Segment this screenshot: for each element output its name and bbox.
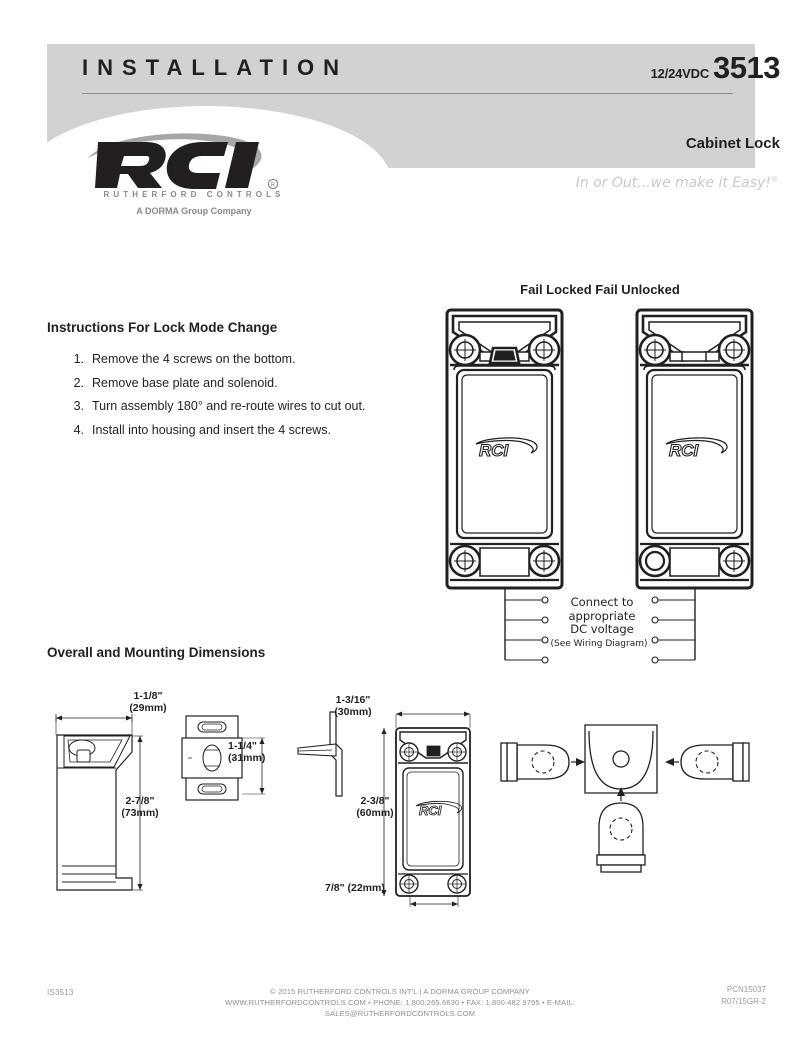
assembly-arrows bbox=[571, 758, 679, 801]
footer-revision-block: PCN15037 R07/15GR-2 bbox=[721, 984, 766, 1008]
footer-doc-id: IS3513 bbox=[47, 988, 74, 997]
trademark-mark: ® bbox=[771, 175, 778, 184]
step-text: Turn assembly 180° and re-route wires to… bbox=[92, 399, 366, 413]
step-number: 3. bbox=[73, 399, 84, 413]
lock-face-logo: RCI bbox=[415, 800, 463, 818]
dim-strike-height-mm: (31mm) bbox=[228, 752, 266, 764]
dim-side-height-mm: (73mm) bbox=[121, 807, 159, 819]
dim-side-height-inch: 2-7/8" bbox=[125, 795, 155, 807]
dim-strike-height-inch: 1-1/4" bbox=[228, 740, 257, 752]
dim-lock-width-inch: 1-3/16" bbox=[335, 694, 371, 706]
dim-lock-height-inch: 2-3/8" bbox=[360, 795, 390, 807]
dim-side-width: 1-1/8" (29mm) bbox=[118, 690, 178, 714]
edge-profile-drawing bbox=[297, 711, 343, 797]
dimensions-heading: Overall and Mounting Dimensions bbox=[47, 645, 266, 660]
list-item: 3. Turn assembly 180° and re-route wires… bbox=[68, 399, 398, 414]
dim-strike-height: 1-1/4" (31mm) bbox=[228, 740, 288, 764]
step-number: 1. bbox=[73, 352, 84, 366]
dim-lock-height: 2-3/8" (60mm) bbox=[344, 795, 406, 819]
side-profile-dimension-drawing bbox=[55, 714, 143, 891]
wiring-leads-right bbox=[651, 588, 696, 664]
list-item: 4. Install into housing and insert the 4… bbox=[68, 423, 398, 438]
footer-copyright: © 2015 RUTHERFORD CONTROLS INT'L | A DOR… bbox=[270, 987, 530, 996]
wiring-instruction-text: Connect to appropriate DC voltage (See W… bbox=[548, 595, 656, 650]
dim-side-width-inch: 1-1/8" bbox=[133, 690, 163, 702]
footer-revision: R07/15GR-2 bbox=[721, 997, 766, 1006]
wiring-line-2: appropriate bbox=[568, 608, 636, 623]
fail-locked-lock-figure bbox=[445, 308, 564, 590]
tagline: In or Out...we make it Easy!® bbox=[576, 175, 778, 191]
footer-contact: WWW.RUTHERFORDCONTROLS.COM • PHONE: 1.80… bbox=[225, 998, 575, 1018]
fail-unlocked-lock-figure bbox=[635, 308, 754, 590]
dim-lock-width-mm: (30mm) bbox=[334, 706, 372, 718]
svg-text:RCI: RCI bbox=[419, 803, 442, 818]
lock-mode-diagram: RCI bbox=[445, 308, 754, 664]
footer-pcn: PCN15037 bbox=[726, 985, 766, 994]
footer-legal: © 2015 RUTHERFORD CONTROLS INT'L | A DOR… bbox=[170, 986, 630, 1019]
lock-front-dimension-drawing: RCI bbox=[381, 711, 471, 907]
dim-lock-height-mm: (60mm) bbox=[356, 807, 394, 819]
tagline-text: In or Out...we make it Easy! bbox=[575, 175, 771, 191]
step-text: Remove the 4 screws on the bottom. bbox=[92, 352, 296, 366]
rci-logo: R RUTHERFORD CONTROLS A DORMA Group Comp… bbox=[70, 128, 320, 224]
step-text: Remove base plate and solenoid. bbox=[92, 375, 278, 390]
logo-company-name: RUTHERFORD CONTROLS bbox=[103, 190, 285, 199]
header-divider bbox=[82, 93, 733, 94]
strike-plate-dimension-drawing bbox=[181, 715, 265, 801]
logo-parent-company: A DORMA Group Company bbox=[136, 206, 252, 216]
page-title: INSTALLATION bbox=[82, 55, 349, 80]
list-item: 2. Remove base plate and solenoid. bbox=[68, 376, 398, 391]
dim-lock-width: 1-3/16" (30mm) bbox=[322, 694, 384, 718]
instruction-steps-list: 1. Remove the 4 screws on the bottom. 2.… bbox=[68, 352, 398, 446]
instructions-heading: Instructions For Lock Mode Change bbox=[47, 320, 278, 335]
wiring-diagram-note: (See Wiring Diagram) bbox=[550, 638, 648, 649]
wiring-line-1: Connect to bbox=[570, 595, 634, 609]
mounting-orientation-diagram bbox=[500, 724, 750, 873]
model-voltage: 12/24VDC bbox=[650, 66, 710, 81]
dim-side-height: 2-7/8" (73mm) bbox=[110, 795, 170, 819]
model-number: 3513 bbox=[713, 50, 780, 85]
step-text: Install into housing and insert the 4 sc… bbox=[92, 422, 332, 437]
list-item: 1. Remove the 4 screws on the bottom. bbox=[68, 352, 398, 367]
dim-lock-depth: 7/8" (22mm) bbox=[325, 882, 385, 894]
lock-mode-label: Fail Locked Fail Unlocked bbox=[520, 282, 680, 297]
svg-text:R: R bbox=[271, 183, 275, 189]
product-name: Cabinet Lock bbox=[685, 135, 780, 152]
rci-wordmark-icon: R bbox=[88, 133, 279, 190]
step-number: 2. bbox=[73, 375, 84, 390]
dim-side-width-mm: (29mm) bbox=[129, 702, 167, 714]
step-number: 4. bbox=[73, 422, 84, 437]
wiring-line-3: DC voltage bbox=[570, 622, 634, 636]
wiring-leads-left bbox=[504, 588, 549, 664]
